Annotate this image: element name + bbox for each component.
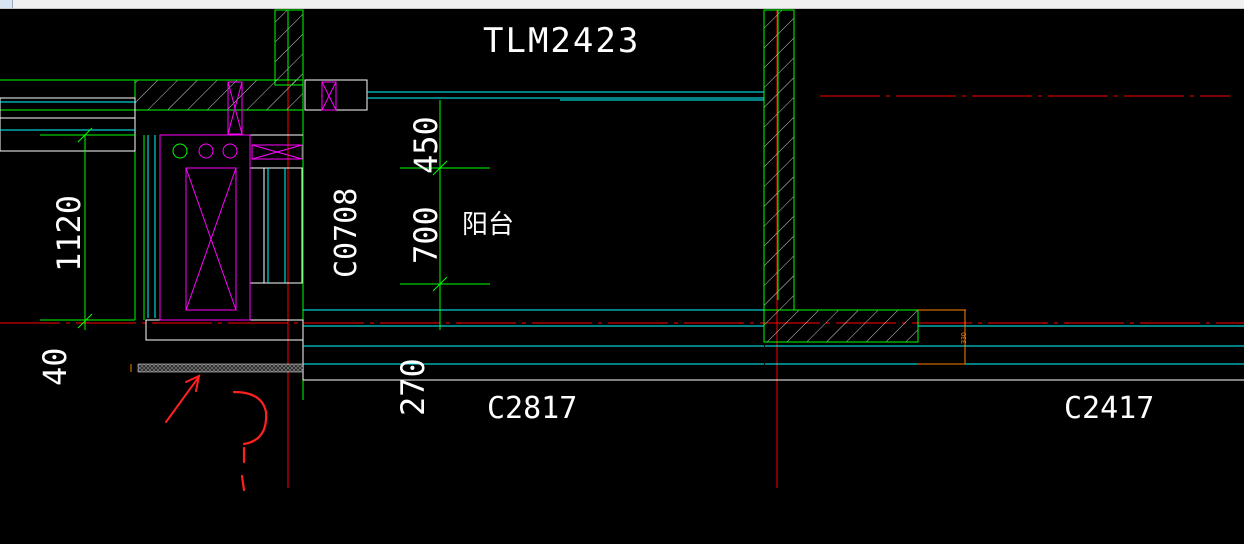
dim-40-label: 40 [36, 347, 74, 386]
window-lines [0, 91, 1244, 365]
pipe-symbols [172, 143, 238, 159]
outlines [0, 79, 1244, 381]
room-name-label: 阳台 [462, 210, 514, 240]
window-tag-right-label: C2417 [1064, 391, 1154, 426]
extension-lines [130, 309, 966, 372]
door-tag-label: TLM2423 [483, 21, 640, 61]
question-mark-annotation [232, 390, 268, 492]
red-arrow-annotation [165, 374, 201, 423]
dim-270-label: 270 [394, 358, 432, 416]
dimension-lines [40, 100, 490, 330]
slab-hatch [137, 363, 304, 373]
equipment [159, 81, 337, 321]
walls [0, 9, 919, 400]
document-tab[interactable] [0, 0, 13, 8]
window-tag-side-label: C0708 [329, 188, 364, 278]
window-top-bar [0, 0, 1244, 9]
dim-1120-label: 1120 [50, 195, 88, 272]
dim-700-label: 700 [407, 206, 445, 264]
tiny-dim-label: 330 [961, 332, 968, 344]
dim-450-label: 450 [407, 116, 445, 174]
window-tag-main-label: C2817 [487, 391, 577, 426]
